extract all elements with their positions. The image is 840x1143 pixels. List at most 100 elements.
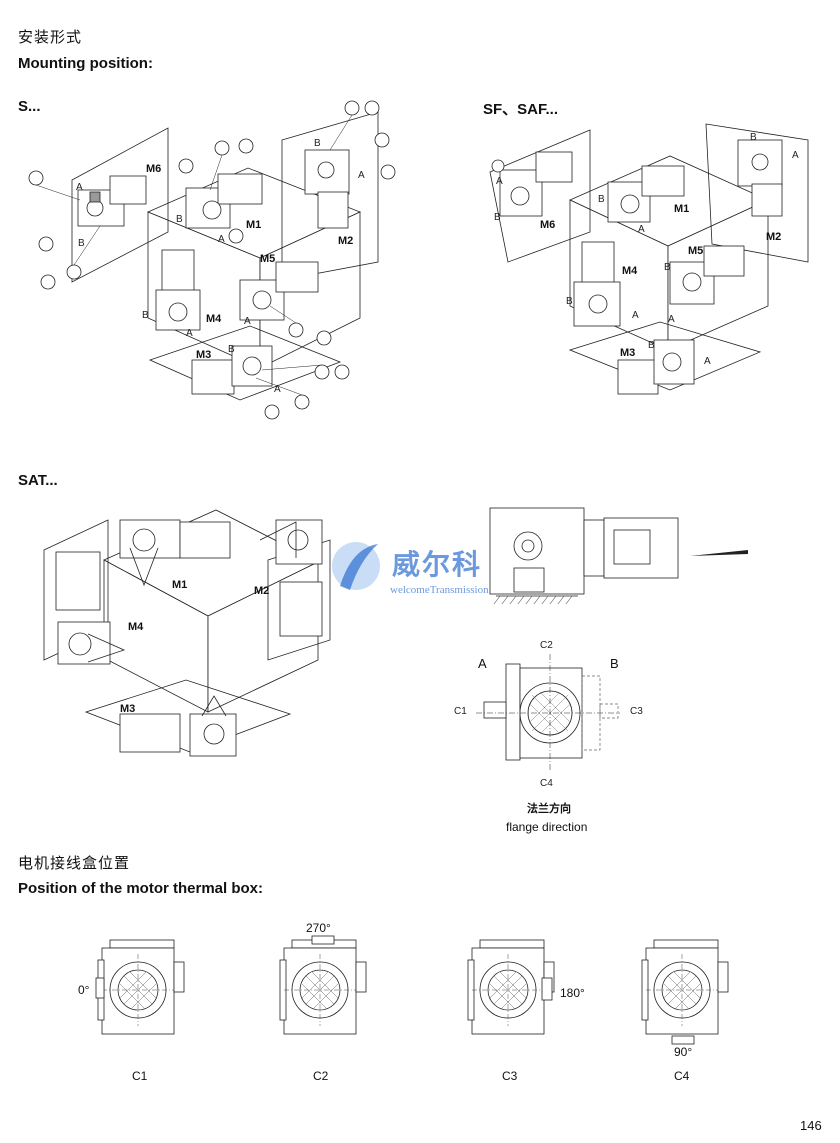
svg-text:A: A bbox=[632, 310, 639, 321]
watermark-text-cn: 威尔科 bbox=[392, 549, 483, 580]
svg-text:A: A bbox=[496, 176, 503, 187]
flange-caption-en: flange direction bbox=[506, 820, 588, 834]
thermal-label-c2: C2 bbox=[313, 1069, 329, 1083]
svg-text:A: A bbox=[186, 328, 193, 339]
flange-c1-label: C1 bbox=[454, 706, 467, 717]
svg-text:A: A bbox=[668, 314, 675, 325]
svg-text:M1: M1 bbox=[172, 579, 187, 591]
svg-text:M4: M4 bbox=[622, 265, 638, 277]
thermal-angle-c2: 270° bbox=[306, 921, 331, 935]
svg-text:A: A bbox=[218, 234, 225, 245]
gear-motor-m2 bbox=[737, 139, 783, 187]
svg-text:B: B bbox=[566, 296, 573, 307]
label-m5: M5 bbox=[260, 253, 275, 265]
svg-text:B: B bbox=[314, 138, 321, 149]
svg-text:M4: M4 bbox=[128, 621, 144, 633]
flange-c3-label: C3 bbox=[630, 706, 643, 717]
thermal-heading-cn: 电机接线盒位置 bbox=[18, 855, 131, 872]
section-sf-label: SF、SAF... bbox=[483, 101, 559, 118]
flange-a-label: A bbox=[478, 656, 487, 671]
mounting-heading-en: Mounting position: bbox=[18, 55, 153, 72]
breather-icon bbox=[491, 159, 505, 173]
svg-text:A: A bbox=[792, 150, 799, 161]
level-icon bbox=[316, 330, 332, 346]
page-number: 146 bbox=[800, 1118, 822, 1133]
svg-text:A: A bbox=[638, 224, 645, 235]
label-m1: M1 bbox=[246, 219, 261, 231]
svg-text:A: A bbox=[76, 182, 83, 193]
svg-text:A: A bbox=[358, 170, 365, 181]
svg-text:B: B bbox=[494, 212, 501, 223]
level-icon bbox=[238, 138, 254, 154]
mounting-heading-cn: 安装形式 bbox=[18, 29, 83, 46]
svg-text:B: B bbox=[750, 132, 757, 143]
svg-text:B: B bbox=[228, 344, 235, 355]
svg-text:M3: M3 bbox=[620, 347, 635, 359]
svg-text:B: B bbox=[598, 194, 605, 205]
gear-motor-m4 bbox=[155, 249, 201, 331]
svg-text:B: B bbox=[176, 214, 183, 225]
svg-text:M6: M6 bbox=[540, 219, 555, 231]
flange-c2-label: C2 bbox=[540, 640, 553, 651]
svg-text:A: A bbox=[704, 356, 711, 367]
sat-gear-m3-motor bbox=[119, 713, 181, 753]
flange-b-label: B bbox=[610, 656, 619, 671]
sat-gear-m4-motor bbox=[55, 551, 101, 611]
label-m4: M4 bbox=[206, 313, 222, 325]
thermal-angle-c1: 0° bbox=[78, 983, 90, 997]
level-icon bbox=[228, 228, 244, 244]
level-icon bbox=[364, 100, 380, 116]
breather-icon bbox=[380, 164, 396, 180]
svg-text:M3: M3 bbox=[120, 703, 135, 715]
gear-motor-m4 bbox=[581, 241, 615, 285]
gear-motor-m3 bbox=[191, 345, 273, 395]
thermal-box-c4 bbox=[641, 939, 729, 1035]
gear-motor-m3 bbox=[617, 359, 659, 395]
drain-icon bbox=[178, 158, 194, 174]
section-s-label: S... bbox=[18, 98, 41, 115]
svg-text:M1: M1 bbox=[674, 203, 689, 215]
thermal-label-c1: C1 bbox=[132, 1069, 148, 1083]
label-m6: M6 bbox=[146, 163, 161, 175]
svg-text:A: A bbox=[244, 316, 251, 327]
thermal-angle-c4: 90° bbox=[674, 1045, 692, 1059]
flange-c4-label: C4 bbox=[540, 778, 553, 789]
thermal-angle-c3: 180° bbox=[560, 986, 585, 1000]
level-icon bbox=[40, 274, 56, 290]
drain-icon bbox=[264, 404, 280, 420]
svg-text:M2: M2 bbox=[766, 231, 781, 243]
thermal-label-c3: C3 bbox=[502, 1069, 518, 1083]
label-m3: M3 bbox=[196, 349, 211, 361]
thermal-label-c4: C4 bbox=[674, 1069, 690, 1083]
label-m2: M2 bbox=[338, 235, 353, 247]
gear-motor-m2 bbox=[304, 149, 350, 229]
svg-text:B: B bbox=[78, 238, 85, 249]
gear-motor-m6 bbox=[77, 175, 147, 227]
watermark-text-en: welcomeTransmission bbox=[390, 584, 489, 596]
drain-icon bbox=[38, 236, 54, 252]
svg-text:M5: M5 bbox=[688, 245, 703, 257]
svg-text:B: B bbox=[664, 262, 671, 273]
gear-motor-m1 bbox=[185, 173, 263, 229]
thermal-box-c2 bbox=[279, 939, 367, 1035]
svg-text:B: B bbox=[142, 310, 149, 321]
thermal-heading-en: Position of the motor thermal box: bbox=[18, 880, 264, 897]
thermal-box-c3 bbox=[467, 939, 555, 1035]
svg-text:M2: M2 bbox=[254, 585, 269, 597]
gear-motor-m5 bbox=[239, 261, 319, 321]
thermal-box-c1 bbox=[97, 939, 185, 1035]
flange-caption-cn: 法兰方向 bbox=[527, 803, 571, 815]
svg-text:B: B bbox=[648, 340, 655, 351]
drain-icon bbox=[374, 132, 390, 148]
arrow-icon bbox=[690, 550, 748, 556]
breather-icon bbox=[334, 364, 350, 380]
section-sat-label: SAT... bbox=[18, 472, 58, 489]
